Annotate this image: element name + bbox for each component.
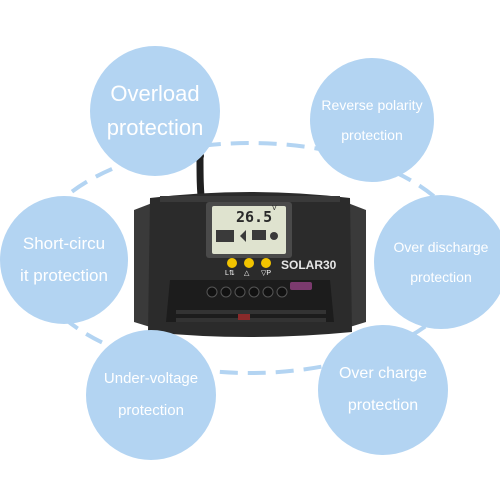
button-right bbox=[261, 258, 271, 268]
terminal-screw bbox=[220, 286, 232, 298]
bubble-line: protection bbox=[341, 127, 403, 143]
device-brand: SOLAR30 bbox=[281, 258, 337, 272]
lcd-readout: 26.5 bbox=[236, 208, 273, 226]
bubble-over-charge-protection: Over charge protection bbox=[318, 325, 448, 455]
bubble-line: Reverse polarity bbox=[321, 97, 423, 113]
bubble-line: protection bbox=[347, 397, 419, 414]
button-middle bbox=[244, 258, 254, 268]
bubble-line: protection bbox=[118, 402, 184, 419]
bubble-reverse-polarity-protection: Reverse polarity protection bbox=[310, 58, 434, 182]
bubble-line: protection bbox=[410, 269, 472, 285]
button-left bbox=[227, 258, 237, 268]
lcd-unit: V bbox=[272, 205, 277, 212]
bubble-short-circuit-protection: Short-circu it protection bbox=[0, 196, 128, 324]
terminal-screw bbox=[262, 286, 274, 298]
bubble-over-discharge-protection: Over discharge protection bbox=[374, 195, 500, 329]
button-label-middle: △ bbox=[244, 270, 250, 277]
bubble-line: protection bbox=[106, 115, 204, 140]
charge-controller-device bbox=[134, 152, 366, 337]
terminal-screw bbox=[206, 286, 218, 298]
terminal-screw bbox=[248, 286, 260, 298]
button-label-left: L⇅ bbox=[225, 270, 235, 277]
bubble-line: Over charge bbox=[338, 365, 428, 382]
button-label-right: ▽P bbox=[261, 270, 272, 277]
bubble-line: Under-voltage bbox=[103, 370, 199, 387]
bubble-under-voltage-protection: Under-voltage protection bbox=[86, 330, 216, 460]
bubble-line: Over discharge bbox=[393, 239, 489, 255]
bubble-line: Short-circu bbox=[22, 234, 106, 253]
bubble-line: it protection bbox=[20, 266, 108, 285]
brand-badge bbox=[290, 282, 312, 290]
bubble-line: Overload bbox=[110, 81, 200, 106]
terminal-screw bbox=[234, 286, 246, 298]
terminal-screw bbox=[276, 286, 288, 298]
bubble-overload-protection: Overload protection bbox=[90, 46, 220, 176]
